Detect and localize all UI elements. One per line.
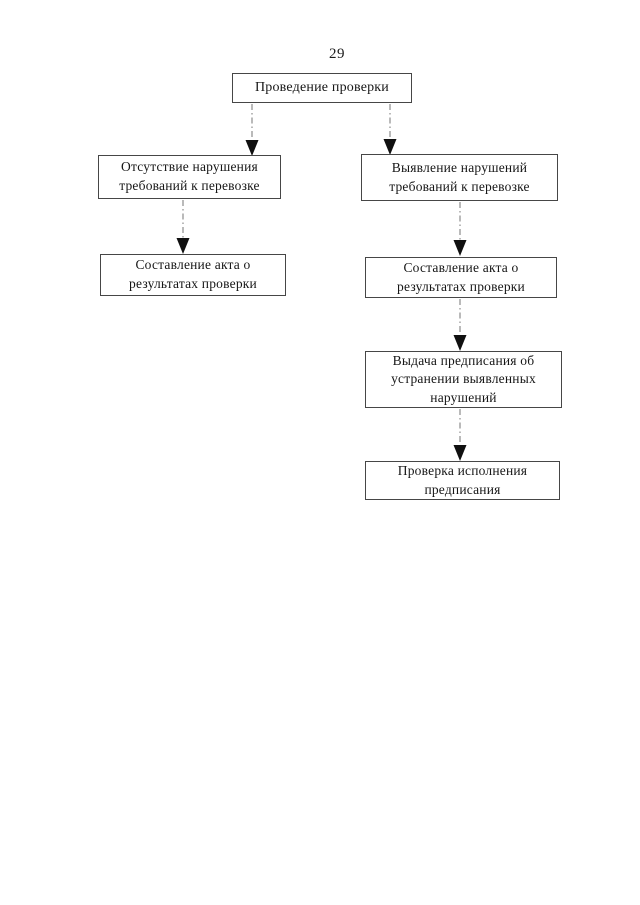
node-no-violations-found: Отсутствие нарушения требований к перево…: [98, 155, 281, 199]
node-inspection-report-left: Составление акта о результатах проверки: [100, 254, 286, 296]
node-conduct-inspection: Проведение проверки: [232, 73, 412, 103]
page-number: 29: [329, 46, 345, 62]
arrow-start-to-no-violations: [245, 104, 259, 156]
node-issue-remediation-order: Выдача предписания об устранении выявлен…: [365, 351, 562, 408]
arrow-violations-to-act-right: [453, 202, 467, 256]
arrow-act-right-to-issue-order: [453, 299, 467, 351]
arrow-issue-order-to-check-order: [453, 409, 467, 461]
node-check-order-execution: Проверка исполнения предписания: [365, 461, 560, 500]
node-violations-found: Выявление нарушений требований к перевоз…: [361, 154, 558, 201]
node-inspection-report-right: Составление акта о результатах проверки: [365, 257, 557, 298]
arrow-start-to-violations-found: [383, 104, 397, 155]
arrow-no-violations-to-act-left: [176, 200, 190, 254]
